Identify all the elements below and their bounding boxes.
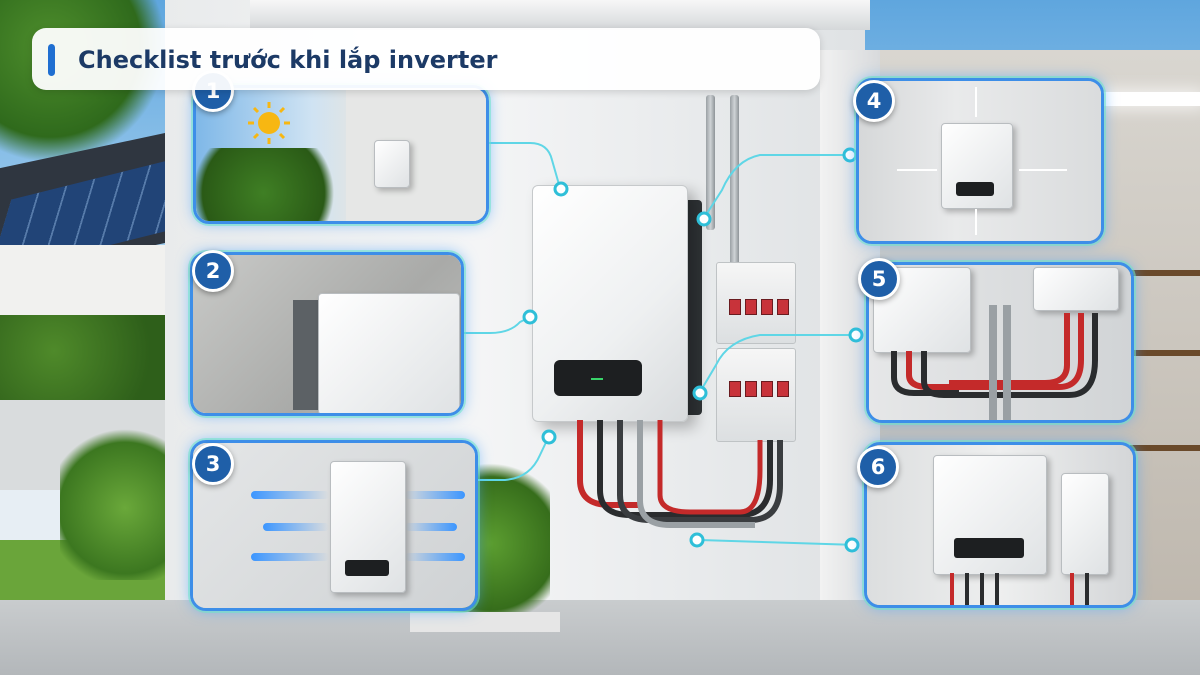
panel-6-cables — [950, 573, 1089, 605]
connector-3 — [478, 435, 550, 481]
panel-1-inverter — [374, 140, 410, 188]
airflow-arrow-icon — [251, 553, 329, 561]
anchor-dot-6b — [844, 537, 860, 553]
sun-icon — [248, 102, 290, 144]
panel-5-cables — [891, 305, 1098, 420]
clearance-arrow-icon — [975, 209, 977, 235]
panel-5-junction-box — [1033, 267, 1119, 311]
step-badge-2: 2 — [192, 250, 234, 292]
step-badge-6: 6 — [857, 446, 899, 488]
garage-shelf — [1130, 445, 1200, 451]
inverter-status-led — [591, 378, 603, 380]
anchor-dot-3 — [541, 429, 557, 445]
anchor-dot-2 — [522, 309, 538, 325]
panel-6-breaker-box — [1061, 473, 1109, 575]
checklist-panel-2 — [190, 252, 464, 416]
checklist-panel-6 — [864, 442, 1136, 608]
airflow-arrow-icon — [263, 523, 329, 531]
panel-6-inverter — [933, 455, 1047, 575]
title-accent-bar — [48, 44, 55, 76]
anchor-dot-6 — [689, 532, 705, 548]
airflow-arrow-icon — [251, 491, 329, 499]
garage-light — [1095, 92, 1200, 106]
hedge — [0, 315, 180, 405]
conduit-pipe — [730, 95, 739, 265]
dc-breaker-box — [716, 348, 796, 442]
airflow-arrow-icon — [405, 553, 465, 561]
clearance-arrow-icon — [1019, 169, 1067, 171]
clearance-arrow-icon — [897, 169, 937, 171]
garage-shelf — [1130, 350, 1200, 356]
airflow-arrow-icon — [405, 523, 457, 531]
step-badge-3: 3 — [192, 443, 234, 485]
garage-shelf — [1130, 270, 1200, 276]
panel-1-trees — [196, 148, 346, 221]
checklist-panel-5 — [866, 262, 1134, 423]
ac-breaker-box — [716, 262, 796, 344]
checklist-panel-3 — [190, 440, 478, 611]
panel-1-wall — [346, 88, 486, 221]
anchor-dot-4 — [696, 211, 712, 227]
connector-6 — [699, 539, 859, 546]
anchor-dot-5b — [848, 327, 864, 343]
airflow-arrow-icon — [405, 491, 465, 499]
anchor-dot-5 — [692, 385, 708, 401]
anchor-dot-4b — [842, 147, 858, 163]
connector-4 — [703, 154, 855, 219]
panel-2-inverter — [318, 293, 460, 413]
connector-1 — [483, 142, 561, 189]
connector-5 — [699, 334, 862, 393]
panel-4-inverter — [941, 123, 1013, 209]
planter-box — [410, 612, 560, 632]
roof-eave — [250, 0, 870, 30]
conduit-pipe — [706, 95, 715, 230]
step-badge-5: 5 — [858, 258, 900, 300]
step-badge-4: 4 — [853, 80, 895, 122]
page-title: Checklist trước khi lắp inverter — [78, 46, 498, 74]
checklist-panel-4 — [856, 78, 1104, 244]
title-bar — [32, 28, 820, 90]
ground-floor — [0, 600, 1200, 675]
inverter-side — [686, 200, 702, 415]
checklist-panel-1 — [193, 85, 489, 224]
connector-2 — [460, 316, 531, 334]
clearance-arrow-icon — [975, 87, 977, 117]
panel-3-inverter — [330, 461, 406, 593]
anchor-dot-1 — [553, 181, 569, 197]
